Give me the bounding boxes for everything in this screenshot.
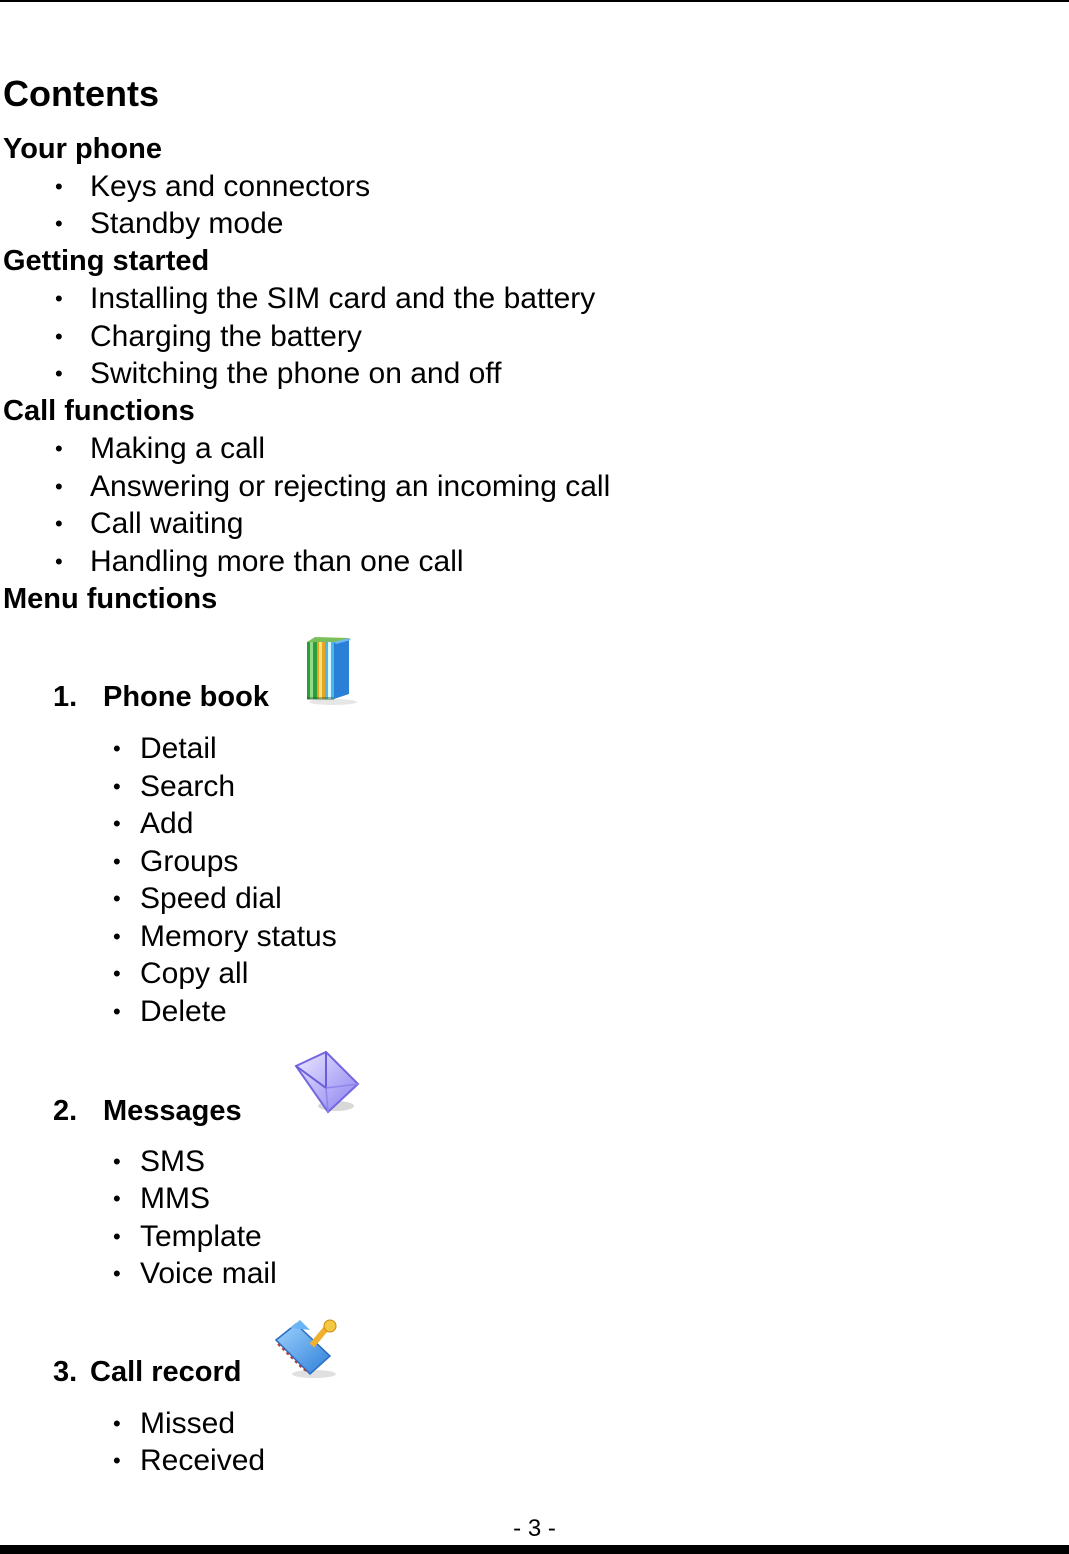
bullet: • [55, 286, 63, 311]
menu-subitem: Delete [140, 995, 227, 1028]
toc-item: Answering or rejecting an incoming call [90, 470, 611, 503]
bullet: • [55, 474, 63, 499]
bullet: • [113, 1411, 121, 1436]
envelope-icon [294, 1050, 360, 1114]
menu-number: 2. [53, 1095, 78, 1127]
bullet: • [55, 324, 63, 349]
phone-book-icon [307, 637, 357, 705]
menu-subitem: Template [140, 1220, 262, 1253]
bullet: • [113, 961, 121, 986]
section-heading-call-functions: Call functions [3, 395, 195, 427]
bullet: • [113, 774, 121, 799]
bullet: • [113, 1186, 121, 1211]
toc-item: Standby mode [90, 207, 284, 240]
menu-subitem: Groups [140, 845, 239, 878]
toc-item: Call waiting [90, 507, 244, 540]
menu-subitem: Voice mail [140, 1257, 277, 1290]
toc-item: Keys and connectors [90, 170, 371, 203]
menu-subitem: Detail [140, 732, 217, 765]
menu-subitem: Memory status [140, 920, 337, 953]
bullet: • [55, 549, 63, 574]
menu-heading-messages: Messages [103, 1095, 242, 1127]
menu-subitem: MMS [140, 1182, 210, 1215]
menu-number: 1. [53, 681, 78, 713]
bullet: • [113, 1224, 121, 1249]
bullet: • [113, 811, 121, 836]
bullet: • [113, 1448, 121, 1473]
menu-subitem: Missed [140, 1407, 236, 1440]
bullet: • [55, 211, 63, 236]
bullet: • [113, 1261, 121, 1286]
section-heading-menu-functions: Menu functions [3, 583, 218, 615]
call-record-folder-icon [274, 1319, 337, 1378]
menu-number: 3. [53, 1356, 78, 1388]
menu-heading-call-record: Call record [90, 1356, 242, 1388]
menu-subitem: SMS [140, 1145, 206, 1178]
bullet: • [55, 436, 63, 461]
page-number: - 3 - [513, 1515, 556, 1542]
menu-subitem: Received [140, 1444, 266, 1477]
bullet: • [113, 1149, 121, 1174]
menu-subitem: Copy all [140, 957, 249, 990]
bottom-rule [0, 1545, 1069, 1554]
section-heading-getting-started: Getting started [3, 245, 210, 277]
menu-subitem: Add [140, 807, 194, 840]
top-rule [0, 0, 1069, 2]
bullet: • [113, 924, 121, 949]
bullet: • [113, 736, 121, 761]
bullet: • [113, 886, 121, 911]
menu-subitem: Search [140, 770, 236, 803]
toc-item: Installing the SIM card and the battery [90, 282, 596, 315]
bullet: • [55, 174, 63, 199]
toc-item: Charging the battery [90, 320, 362, 353]
toc-item: Making a call [90, 432, 266, 465]
toc-item: Switching the phone on and off [90, 357, 502, 390]
page-title: Contents [3, 73, 159, 114]
toc-item: Handling more than one call [90, 545, 464, 578]
section-heading-your-phone: Your phone [3, 133, 162, 165]
bullet: • [113, 849, 121, 874]
bullet: • [55, 361, 63, 386]
bullet: • [55, 511, 63, 536]
menu-subitem: Speed dial [140, 882, 282, 915]
bullet: • [113, 999, 121, 1024]
menu-heading-phone-book: Phone book [103, 681, 269, 713]
